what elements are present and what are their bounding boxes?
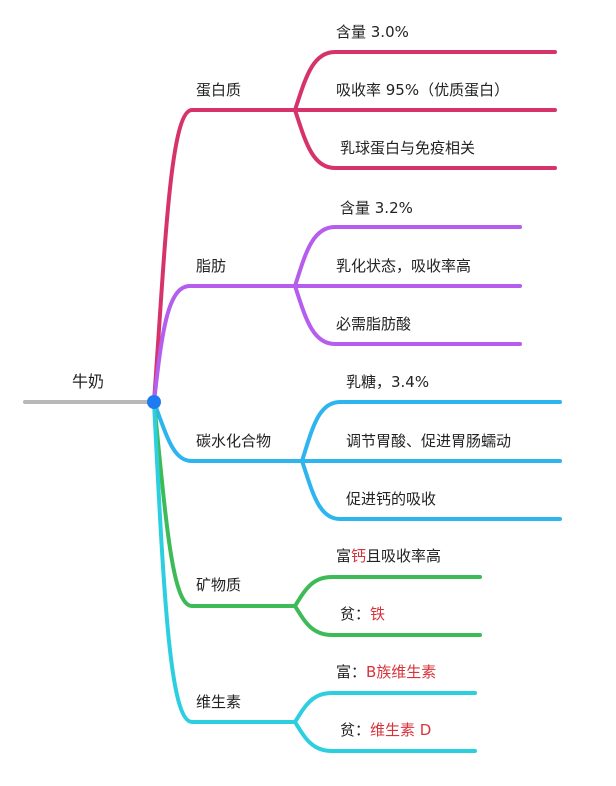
vitamin-child-1[interactable]: 富：B族维生素 [336, 663, 437, 681]
branch-mineral-label[interactable]: 矿物质 [196, 576, 242, 594]
highlight-vitamin-b: B族维生素 [366, 663, 437, 681]
fat-child-3[interactable]: 必需脂肪酸 [336, 315, 412, 333]
carb-child-1[interactable]: 乳糖，3.4% [346, 373, 430, 391]
root-node-label[interactable]: 牛奶 [72, 372, 105, 391]
protein-child-2[interactable]: 吸收率 95%（优质蛋白） [336, 81, 510, 99]
branch-carb-lines [152, 400, 562, 521]
branch-carb-label[interactable]: 碳水化合物 [196, 432, 272, 450]
mineral-child-2[interactable]: 贫：铁 [340, 605, 386, 623]
carb-child-3[interactable]: 促进钙的吸收 [346, 490, 437, 508]
branch-protein-lines [152, 50, 557, 404]
branch-fat-lines [152, 225, 522, 404]
fat-child-2[interactable]: 乳化状态，吸收率高 [336, 257, 472, 275]
highlight-calcium: 钙 [351, 547, 367, 565]
branch-fat-label[interactable]: 脂肪 [196, 257, 227, 275]
root-dot-icon [147, 395, 161, 409]
branch-vitamin-lines [152, 400, 477, 753]
fat-child-1[interactable]: 含量 3.2% [340, 199, 413, 217]
protein-child-1[interactable]: 含量 3.0% [336, 23, 409, 41]
carb-child-2[interactable]: 调节胃酸、促进胃肠蠕动 [346, 432, 512, 450]
vitamin-child-2[interactable]: 贫：维生素 D [340, 721, 432, 739]
branch-mineral-lines [152, 400, 482, 637]
branch-protein-label[interactable]: 蛋白质 [196, 81, 242, 99]
branch-vitamin-label[interactable]: 维生素 [196, 693, 242, 711]
highlight-iron: 铁 [370, 605, 386, 623]
protein-child-3[interactable]: 乳球蛋白与免疫相关 [340, 139, 476, 157]
mineral-child-1[interactable]: 富钙且吸收率高 [336, 547, 442, 565]
highlight-vitamin-d: 维生素 D [370, 721, 432, 739]
